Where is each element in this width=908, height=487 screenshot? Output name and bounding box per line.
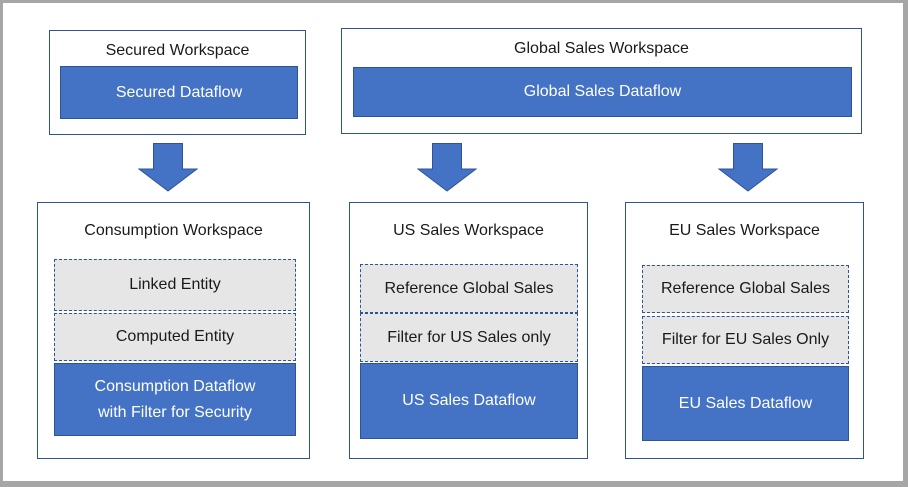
eu-reference-global-sales-label: Reference Global Sales — [661, 280, 830, 297]
computed-entity-label: Computed Entity — [115, 328, 235, 345]
us-sales-workspace-title: US Sales Workspace — [393, 222, 544, 239]
eu-filter-box: Filter for EU Sales Only — [642, 316, 849, 364]
linked-entity-label: Linked Entity — [129, 276, 221, 293]
down-arrow-icon — [718, 143, 778, 192]
down-arrow-icon — [417, 143, 477, 192]
secured-dataflow-label: Secured Dataflow — [115, 83, 243, 101]
eu-reference-global-sales-box: Reference Global Sales — [642, 265, 849, 313]
consumption-dataflow-label-line1: Consumption Dataflow — [94, 377, 256, 395]
us-sales-dataflow-box: US Sales Dataflow — [360, 363, 578, 439]
global-sales-workspace-title: Global Sales Workspace — [514, 40, 689, 57]
consumption-workspace-box: Consumption Workspace Linked Entity Comp… — [37, 202, 310, 459]
eu-sales-workspace-title: EU Sales Workspace — [669, 222, 820, 239]
eu-sales-dataflow-label: EU Sales Dataflow — [678, 394, 813, 412]
eu-filter-label: Filter for EU Sales Only — [661, 331, 830, 348]
global-sales-workspace-box: Global Sales Workspace Global Sales Data… — [341, 28, 862, 134]
eu-sales-workspace-box: EU Sales Workspace Reference Global Sale… — [625, 202, 864, 459]
us-filter-box: Filter for US Sales only — [360, 313, 578, 362]
secured-workspace-title: Secured Workspace — [105, 42, 250, 59]
global-sales-dataflow-label: Global Sales Dataflow — [523, 83, 682, 100]
eu-sales-dataflow-box: EU Sales Dataflow — [642, 366, 849, 441]
us-reference-global-sales-label: Reference Global Sales — [384, 279, 554, 297]
us-reference-global-sales-box: Reference Global Sales — [360, 264, 578, 313]
linked-entity-box: Linked Entity — [54, 259, 296, 311]
secured-workspace-box: Secured Workspace Secured Dataflow — [49, 30, 306, 135]
us-sales-dataflow-label: US Sales Dataflow — [402, 392, 536, 409]
global-sales-dataflow-box: Global Sales Dataflow — [353, 67, 852, 117]
consumption-workspace-title: Consumption Workspace — [84, 222, 263, 239]
secured-dataflow-box: Secured Dataflow — [60, 66, 298, 119]
us-filter-label: Filter for US Sales only — [387, 328, 551, 346]
us-sales-workspace-box: US Sales Workspace Reference Global Sale… — [349, 202, 588, 459]
consumption-dataflow-label-line2: with Filter for Security — [98, 403, 252, 421]
down-arrow-icon — [138, 143, 198, 192]
consumption-dataflow-box: Consumption Dataflow with Filter for Sec… — [54, 363, 296, 436]
computed-entity-box: Computed Entity — [54, 313, 296, 361]
